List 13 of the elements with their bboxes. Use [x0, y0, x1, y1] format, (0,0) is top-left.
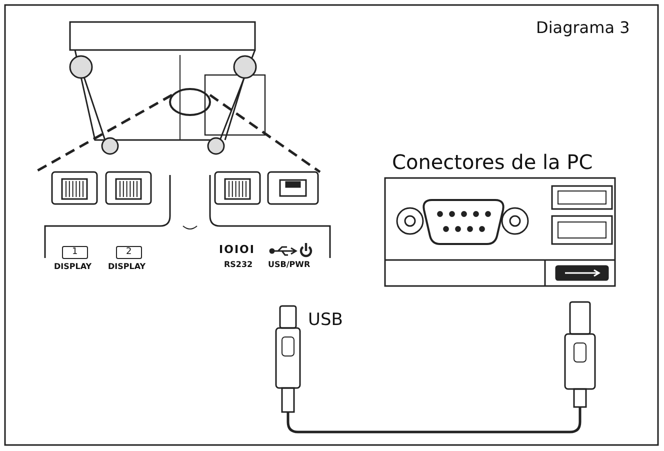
cable-label: USB [308, 312, 343, 329]
port-caption: RS232 [224, 261, 253, 269]
usb-b-plug-drawing [275, 305, 301, 413]
port-caption: USB/PWR [268, 261, 310, 269]
port-number: 1 [62, 246, 88, 259]
section-heading: Conectores de la PC [392, 152, 593, 172]
port-caption: DISPLAY [54, 263, 92, 271]
usb-a-plug-drawing [564, 301, 596, 408]
port-caption: DISPLAY [108, 263, 146, 271]
usb-cable [286, 407, 582, 434]
port-number: 2 [116, 246, 142, 259]
serial-symbol: IOIOI [219, 244, 255, 255]
diagram-title: Diagrama 3 [536, 20, 630, 36]
